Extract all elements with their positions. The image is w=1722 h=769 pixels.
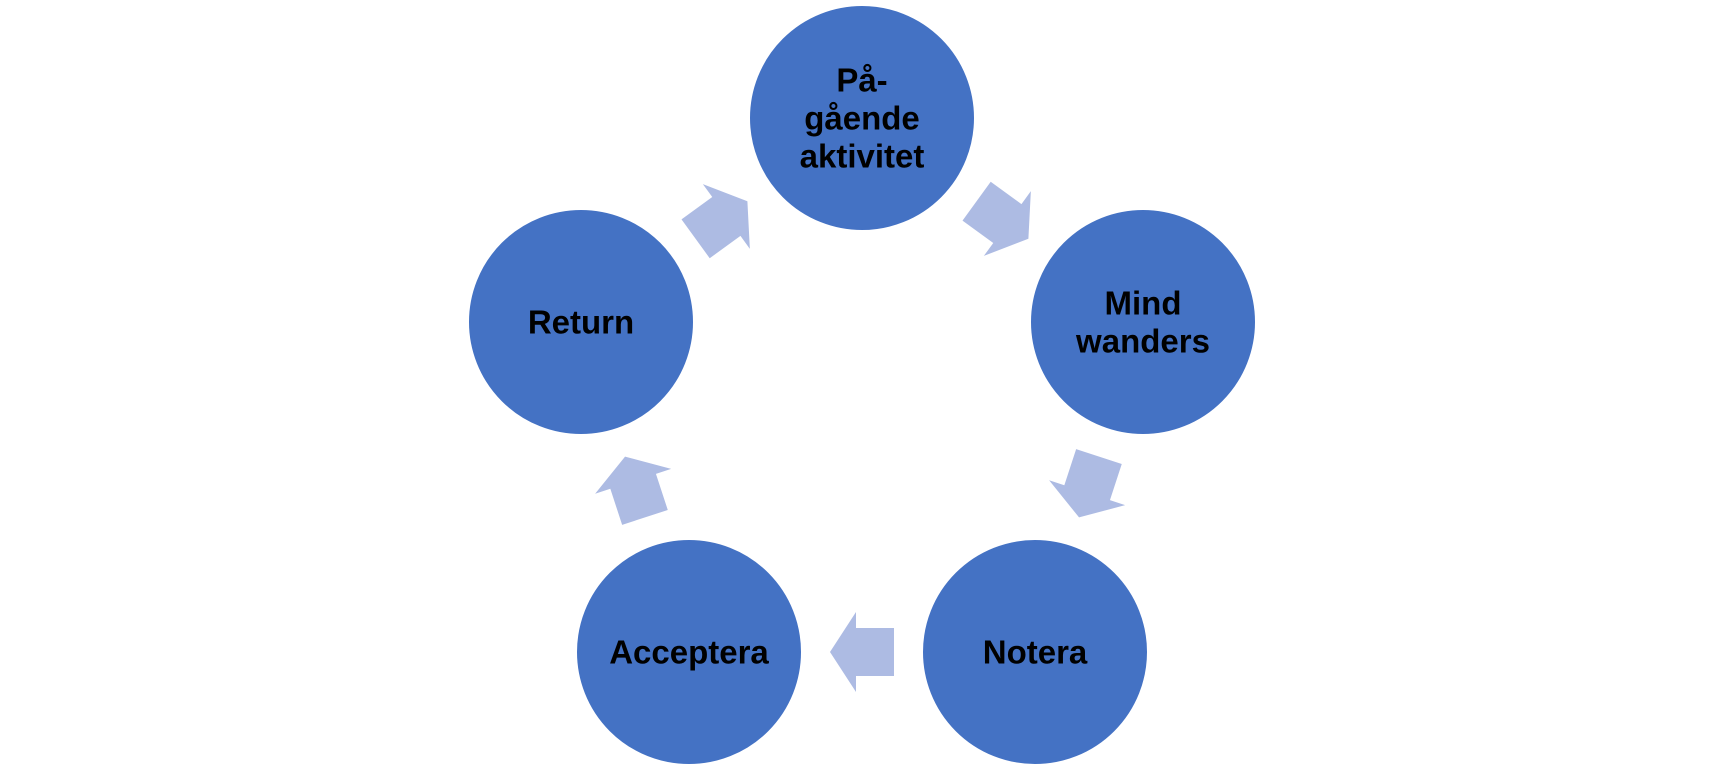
- node-return: Return: [467, 208, 695, 436]
- node-notera: Notera: [921, 538, 1149, 766]
- node-label-line: Return: [528, 304, 634, 341]
- flow-arrow-return-to-ongoing-activity: [681, 184, 750, 259]
- node-circle: [748, 4, 976, 232]
- node-acceptera: Acceptera: [575, 538, 803, 766]
- flow-arrow-shape: [595, 456, 672, 525]
- flow-arrow-shape: [1049, 449, 1126, 518]
- flow-arrow-ongoing-activity-to-mind-wanders: [962, 181, 1031, 256]
- node-label-line: wanders: [1075, 323, 1210, 360]
- node-label-line: aktivitet: [800, 138, 925, 175]
- node-circle: [575, 538, 803, 766]
- arrows-layer: [595, 181, 1126, 692]
- node-label-line: Mind: [1105, 285, 1182, 322]
- node-label-line: Acceptera: [609, 634, 769, 671]
- flow-arrow-mind-wanders-to-notera: [1049, 449, 1126, 518]
- flow-arrow-shape: [681, 184, 750, 259]
- node-circle: [921, 538, 1149, 766]
- nodes-layer: På-gåendeaktivitetMindwandersNoteraAccep…: [467, 4, 1257, 766]
- node-circle: [467, 208, 695, 436]
- flow-arrow-shape: [962, 181, 1031, 256]
- node-label-line: På-: [836, 62, 887, 99]
- node-label-line: gående: [804, 100, 920, 137]
- flow-arrow-acceptera-to-return: [595, 456, 672, 525]
- flow-arrow-notera-to-acceptera: [830, 612, 894, 692]
- node-circle: [1029, 208, 1257, 436]
- node-label-line: Notera: [983, 634, 1088, 671]
- flow-arrow-shape: [830, 612, 894, 692]
